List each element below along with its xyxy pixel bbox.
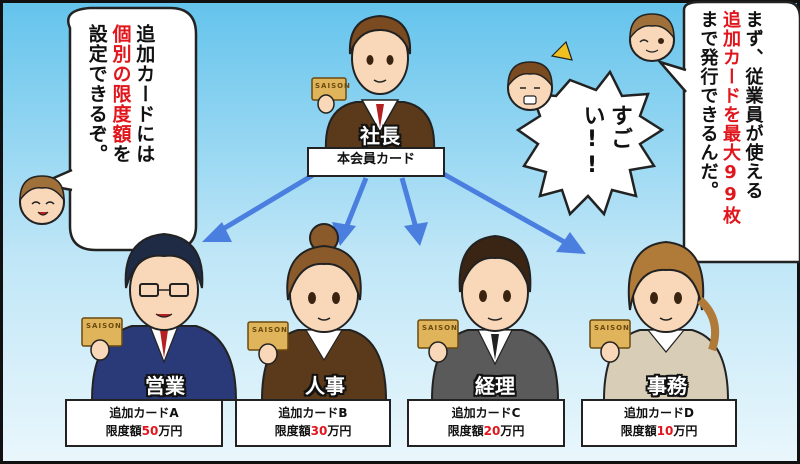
employee-title-sales: 営業 [145, 374, 185, 398]
card-brand-hr: SAISON [252, 326, 288, 334]
left-bubble-line1: 追加カードには [133, 24, 156, 164]
card-brand-president: SAISON [315, 82, 351, 90]
employee-card-limit-hr: 限度額30万円 [274, 424, 352, 438]
president-card-label: 本会員カード [336, 152, 415, 167]
employee-card-limit-clerical: 限度額10万円 [620, 424, 698, 438]
employee-card-box-accounting: 追加カードC 限度額20万円 [408, 400, 564, 446]
right-bubble-line2-red: 追加カードを最大99枚 [720, 10, 741, 225]
employee-figure-sales [65, 232, 238, 447]
small-face-left [19, 175, 65, 225]
right-bubble-line1: まず、従業員が使える [742, 10, 764, 200]
small-face-wink [629, 13, 675, 62]
employee-card-box-sales: 追加カードA 限度額50万円 [66, 400, 222, 446]
left-bubble-line2-red: 個別の限度額 [109, 24, 132, 144]
president-figure [307, 14, 445, 177]
right-speech-bubble [656, 0, 800, 264]
employee-card-name-accounting: 追加カードC [451, 406, 521, 420]
right-bubble-line3: まで発行できるんだ。 [697, 10, 719, 200]
employee-card-name-clerical: 追加カードD [624, 406, 694, 420]
left-speech-bubble [35, 6, 198, 252]
employee-title-clerical: 事務 [647, 374, 687, 398]
right-bubble-text: まず、従業員が使える 追加カードを最大99枚 まで発行できるんだ。 [696, 10, 764, 260]
employee-card-limit-sales: 限度額50万円 [105, 424, 183, 438]
employee-title-accounting: 経理 [475, 374, 515, 398]
employee-figure-accounting [407, 234, 565, 447]
president-title: 社長 [360, 124, 400, 148]
card-brand-sales: SAISON [86, 322, 122, 330]
employee-card-box-hr: 追加カードB 限度額30万円 [236, 400, 390, 446]
employee-figure-clerical [581, 240, 737, 447]
card-brand-accounting: SAISON [422, 324, 458, 332]
employee-figure-hr [235, 223, 391, 447]
employee-card-limit-accounting: 限度額20万円 [447, 424, 525, 438]
card-brand-clerical: SAISON [594, 324, 630, 332]
left-bubble-line2-black: を [109, 144, 132, 164]
left-bubble-text: 追加カードには 個別の限度額を 設定できるぞ。 [84, 24, 156, 244]
exclamation-bubble [515, 69, 665, 217]
left-bubble-line3: 設定できるぞ。 [85, 24, 108, 164]
employee-title-hr: 人事 [305, 374, 345, 398]
small-face-surprised [507, 40, 573, 111]
employee-card-box-clerical: 追加カードD 限度額10万円 [582, 400, 736, 446]
employee-card-name-sales: 追加カードA [109, 406, 179, 420]
arrows [202, 169, 586, 254]
employee-card-name-hr: 追加カードB [278, 406, 348, 420]
exclamation-text: すごい!! [579, 104, 633, 179]
